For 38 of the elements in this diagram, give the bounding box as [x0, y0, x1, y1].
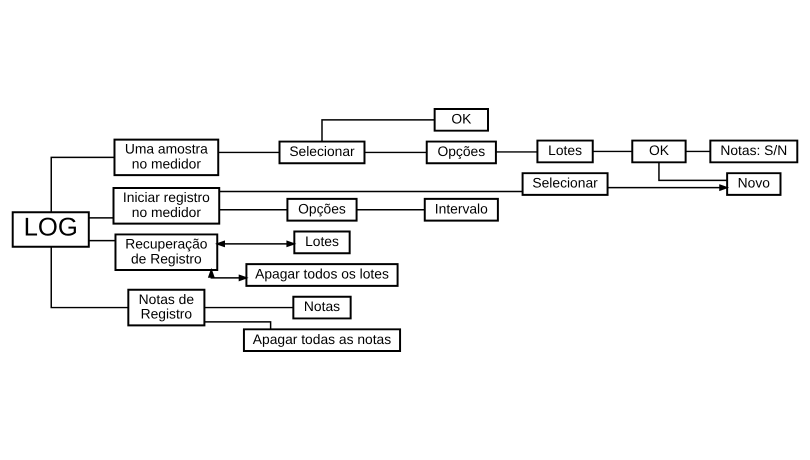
connector — [88, 240, 116, 242]
node-box: Notas: S/N — [709, 140, 798, 164]
node-box: LOG — [12, 211, 90, 248]
connector — [88, 217, 114, 219]
connector — [50, 156, 114, 212]
node-box: OK — [434, 108, 489, 132]
connector — [686, 150, 710, 152]
node-box: Notas de Registro — [127, 288, 206, 326]
arrow — [208, 268, 249, 282]
connector — [496, 151, 538, 153]
arrow — [215, 240, 296, 248]
connector — [219, 209, 288, 210]
node-box: Apagar todos os lotes — [245, 263, 399, 287]
node-box: Notas — [292, 296, 352, 320]
node-box: Recuperação de Registro — [114, 233, 218, 271]
node-box: Lotes — [293, 230, 351, 254]
connector — [219, 190, 523, 192]
node-box: OK — [631, 140, 687, 164]
node-box: Selecionar — [522, 172, 609, 196]
connector — [204, 306, 294, 308]
node-box: Iniciar registro no medidor — [112, 187, 220, 225]
connector — [356, 209, 425, 210]
node-box: Uma amostra no medidor — [114, 138, 220, 176]
node-box: Novo — [726, 172, 782, 196]
node-box: Selecionar — [278, 140, 366, 164]
node-box: Lotes — [536, 140, 594, 164]
connector — [321, 119, 434, 142]
node-box: Opções — [286, 198, 358, 222]
connector — [50, 246, 128, 308]
node-box: Intervalo — [424, 198, 499, 222]
connector — [364, 152, 426, 154]
connector — [204, 321, 272, 329]
connector — [593, 150, 632, 152]
arrow — [608, 184, 730, 192]
connector — [658, 162, 727, 182]
node-box: Apagar todas as notas — [242, 328, 402, 352]
node-box: Opções — [426, 140, 497, 164]
connector — [218, 152, 280, 154]
